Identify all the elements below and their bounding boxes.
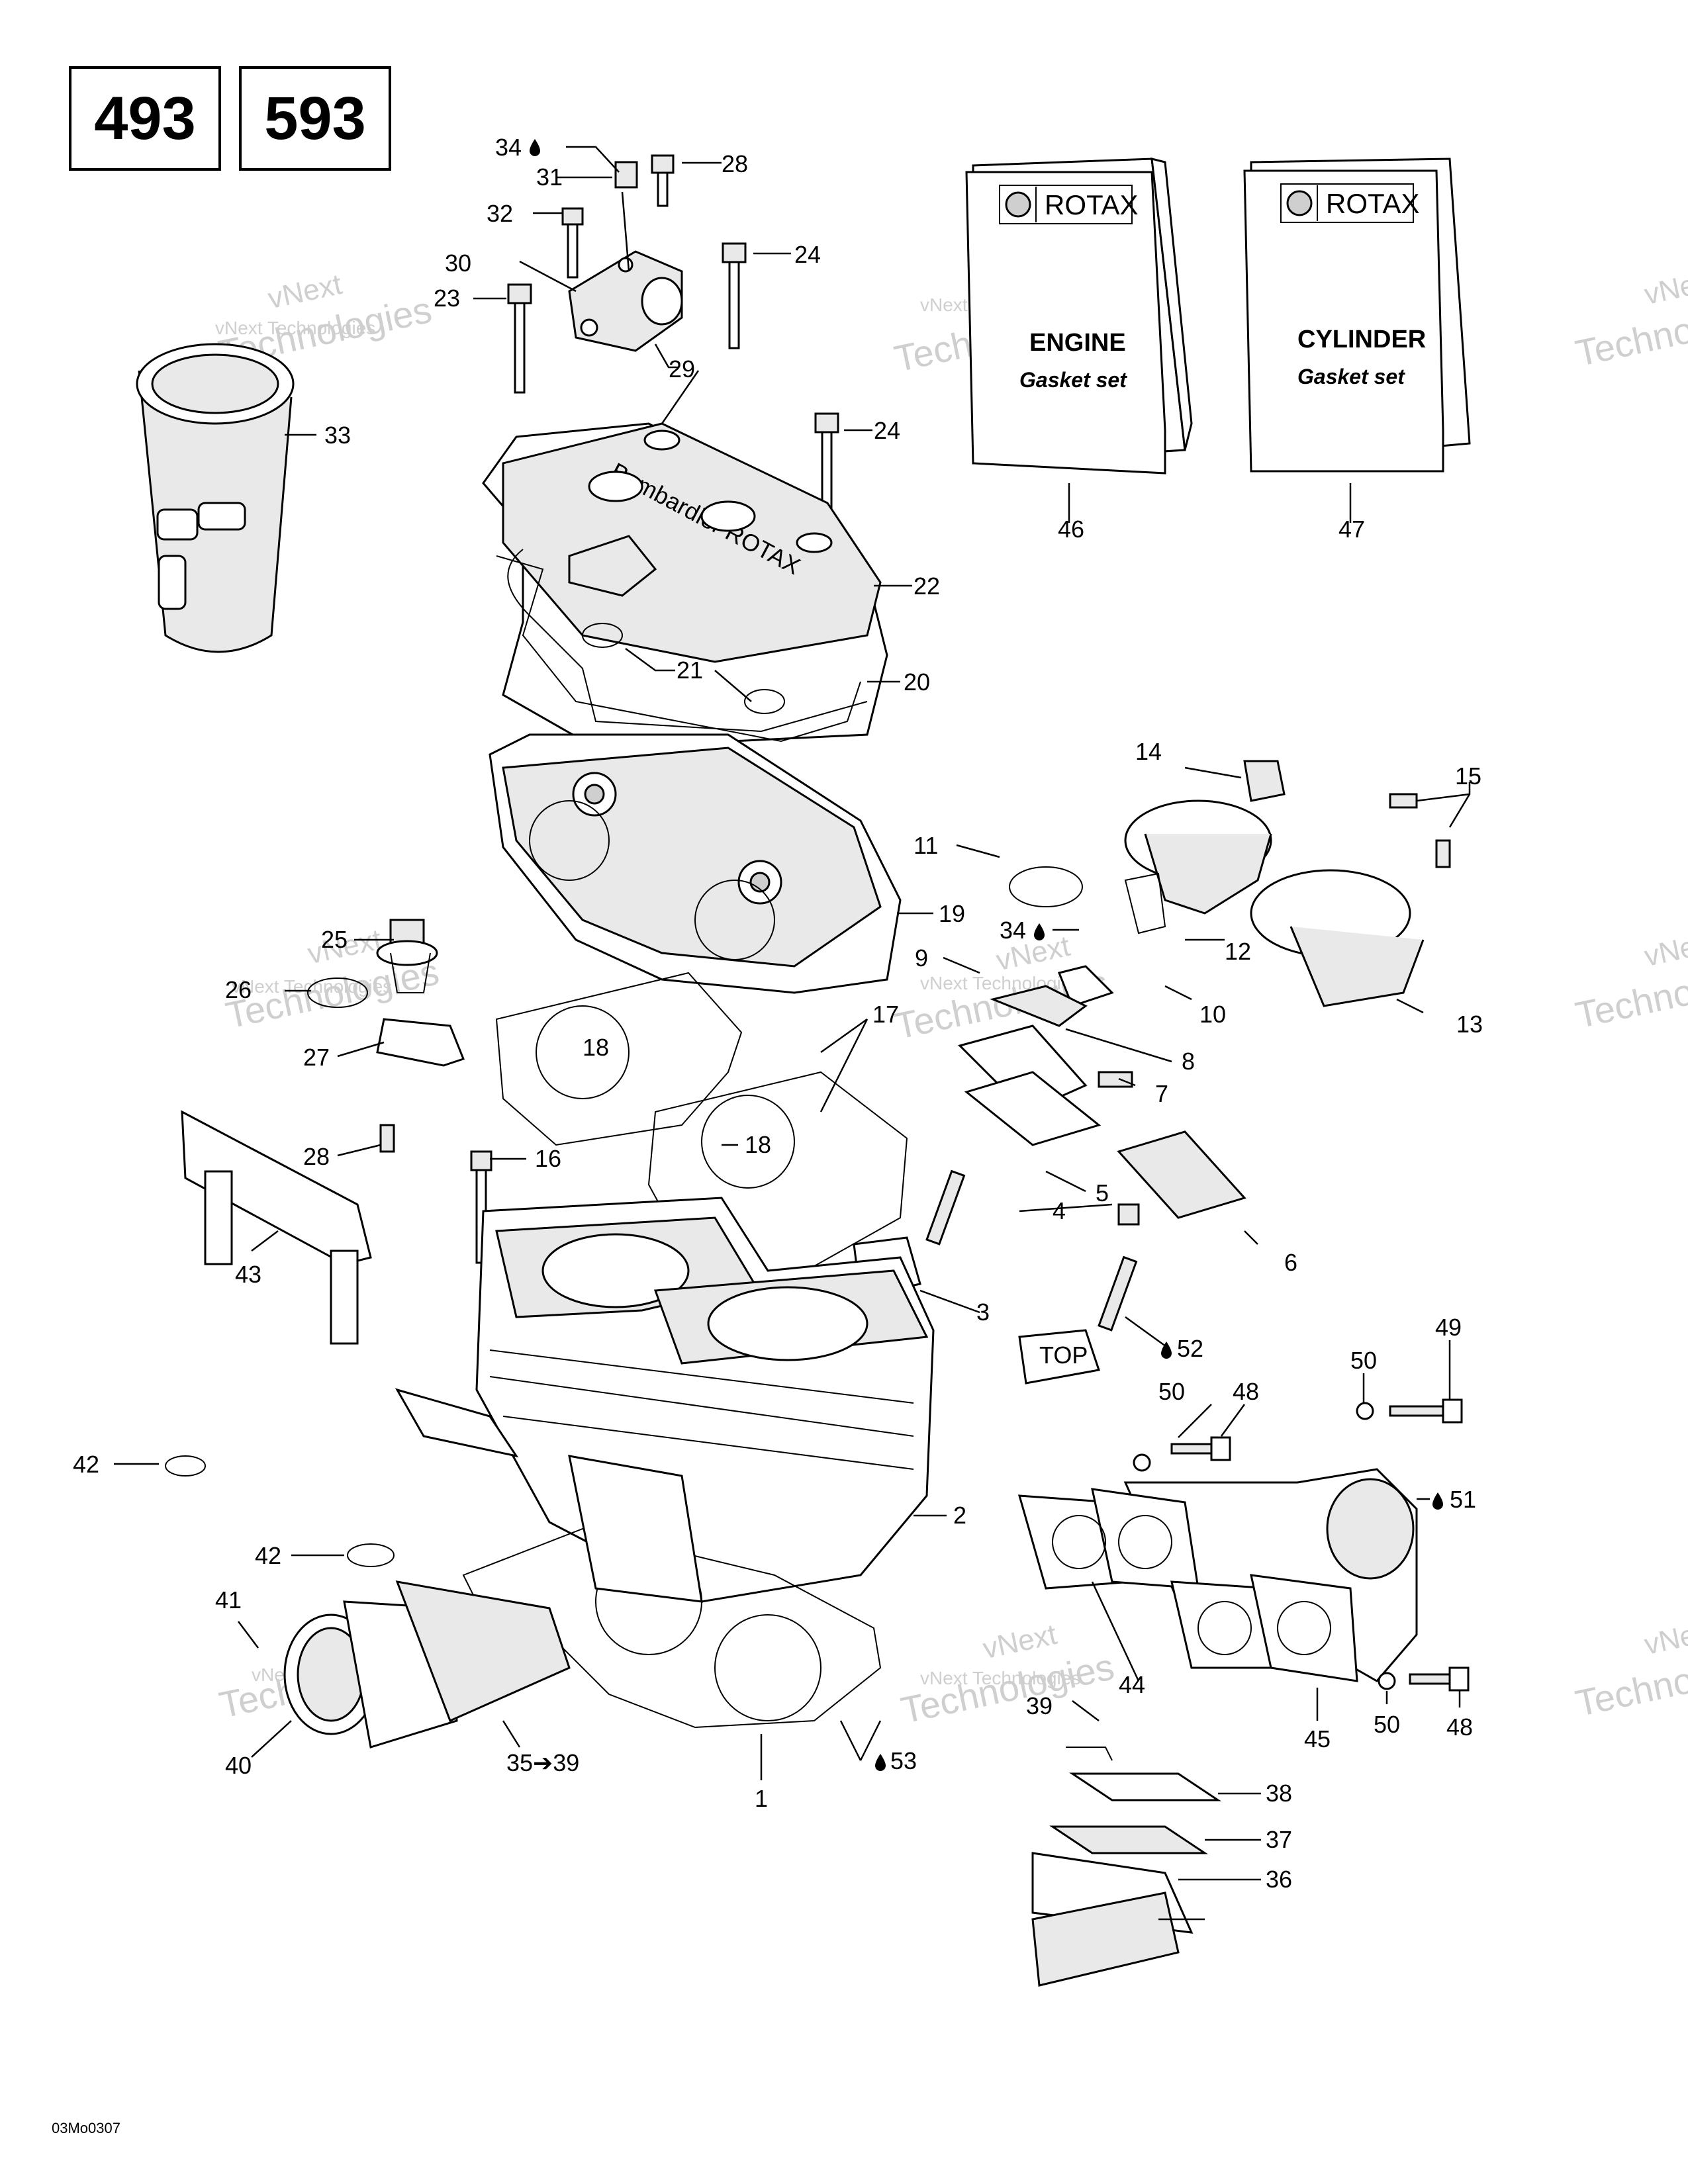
- kit-title: CYLINDER: [1297, 326, 1426, 353]
- callout-26: 26: [225, 976, 252, 1003]
- callout-23: 23: [434, 285, 460, 312]
- callout-50: 50: [1158, 1378, 1185, 1405]
- watermark-vnext: vNext: [1642, 926, 1688, 973]
- callout-30: 30: [445, 250, 471, 277]
- callout-5: 5: [1096, 1179, 1109, 1206]
- top-fasteners: [507, 154, 839, 513]
- cylinder-gasket-kit: ROTAX CYLINDER Gasket set: [1243, 158, 1471, 473]
- figure-code: 03Mo0307: [52, 2120, 120, 2136]
- callout-28: 28: [722, 150, 748, 177]
- callout-51: 51: [1450, 1486, 1476, 1513]
- watermark-small: vNext Technologies: [215, 318, 375, 338]
- kit-subtitle: Gasket set: [1297, 365, 1405, 388]
- callout-48: 48: [1446, 1713, 1473, 1741]
- callout-34: 34: [1000, 917, 1026, 944]
- thermostat-parts: [307, 919, 465, 1153]
- callout-52: 52: [1177, 1335, 1203, 1362]
- callout-48: 48: [1233, 1378, 1259, 1405]
- callout-34: 34: [495, 134, 522, 161]
- callout-45: 45: [1304, 1725, 1331, 1752]
- kit-subtitle: Gasket set: [1019, 368, 1127, 392]
- callout-35-to-39: 35➔39: [506, 1749, 579, 1776]
- lubricant-drop-icons: [530, 139, 1443, 1771]
- callout-12: 12: [1225, 938, 1251, 965]
- callout-10: 10: [1199, 1001, 1226, 1028]
- callout-42: 42: [73, 1451, 99, 1478]
- callout-38: 38: [1266, 1780, 1292, 1807]
- callout-24: 24: [874, 417, 900, 444]
- model-box-593: 593: [239, 66, 391, 171]
- callout-21: 21: [677, 657, 703, 684]
- callout-7: 7: [1155, 1080, 1168, 1107]
- callout-39: 39: [1026, 1692, 1053, 1719]
- drop-icon: [1432, 1492, 1443, 1510]
- callout-50: 50: [1350, 1347, 1377, 1374]
- drop-icon: [530, 139, 540, 156]
- kit-brand: ROTAX: [1045, 189, 1139, 220]
- callout-1: 1: [755, 1785, 768, 1812]
- callout-6: 6: [1284, 1249, 1297, 1276]
- piston-marking: TOP: [1039, 1342, 1088, 1369]
- exhaust-valve-parts: [958, 760, 1451, 1219]
- callout-37: 37: [1266, 1826, 1292, 1853]
- callout-47: 47: [1338, 516, 1365, 543]
- drop-icon: [1034, 923, 1045, 940]
- callout-50: 50: [1374, 1711, 1400, 1738]
- callout-24: 24: [794, 241, 821, 268]
- model-box-493: 493: [69, 66, 221, 171]
- callout-46: 46: [1058, 516, 1084, 543]
- exhaust-manifold: [1017, 1398, 1470, 1692]
- intake-parts: [165, 1388, 703, 1749]
- callout-31: 31: [536, 163, 563, 191]
- callout-numbers: 34 31 28 32 24 30 23 29 33 24 22 21 20 1…: [73, 134, 1483, 1893]
- callout-17: 17: [872, 1001, 899, 1028]
- callout-42: 42: [255, 1542, 281, 1569]
- kit-title: ENGINE: [1029, 329, 1126, 357]
- drop-icon: [875, 1754, 886, 1771]
- callout-29: 29: [669, 355, 695, 383]
- leader-lines: [114, 146, 1471, 1921]
- callout-44: 44: [1119, 1671, 1145, 1698]
- engine-gasket-kit: ROTAX ENGINE Gasket set: [965, 158, 1193, 475]
- callout-19: 19: [939, 900, 965, 927]
- watermark-small: vNext Technologies: [920, 1668, 1080, 1688]
- watermark-vnext: vNext: [1642, 1614, 1688, 1661]
- callout-32: 32: [487, 200, 513, 227]
- callout-53: 53: [890, 1747, 917, 1774]
- callout-4: 4: [1053, 1197, 1066, 1224]
- callout-33: 33: [324, 422, 351, 449]
- callout-18: 18: [745, 1131, 771, 1158]
- callout-43: 43: [235, 1261, 261, 1288]
- callout-13: 13: [1456, 1011, 1483, 1038]
- callout-3: 3: [976, 1298, 990, 1326]
- drop-icon: [1161, 1342, 1172, 1359]
- callout-11: 11: [914, 832, 938, 859]
- callout-8: 8: [1182, 1048, 1195, 1075]
- callout-27: 27: [303, 1044, 330, 1071]
- callout-25: 25: [321, 926, 348, 953]
- kit-brand: ROTAX: [1326, 188, 1420, 219]
- cylinder-head: [489, 733, 902, 994]
- callout-18: 18: [583, 1034, 609, 1061]
- cylinder-sleeve: [136, 343, 295, 653]
- watermark-small: vNext Technologies: [232, 976, 392, 997]
- reed-valve-assembly: [1031, 1747, 1221, 1987]
- callout-15: 15: [1455, 762, 1481, 790]
- callout-36: 36: [1266, 1866, 1292, 1893]
- callout-49: 49: [1435, 1314, 1462, 1341]
- callout-14: 14: [1135, 738, 1162, 765]
- callout-2: 2: [953, 1502, 966, 1529]
- exhaust-pipe: [181, 1110, 372, 1345]
- callout-28: 28: [303, 1143, 330, 1170]
- head-gasket-ring: [496, 555, 861, 743]
- callout-16: 16: [535, 1145, 561, 1172]
- cylinder-head-cover: Bombardier ROTAX: [482, 422, 888, 749]
- watermark-vnext: vNext: [1642, 264, 1688, 311]
- callout-40: 40: [225, 1752, 252, 1779]
- callout-41: 41: [215, 1586, 242, 1614]
- callout-9: 9: [915, 944, 928, 972]
- callout-22: 22: [914, 572, 940, 600]
- callout-20: 20: [904, 668, 930, 696]
